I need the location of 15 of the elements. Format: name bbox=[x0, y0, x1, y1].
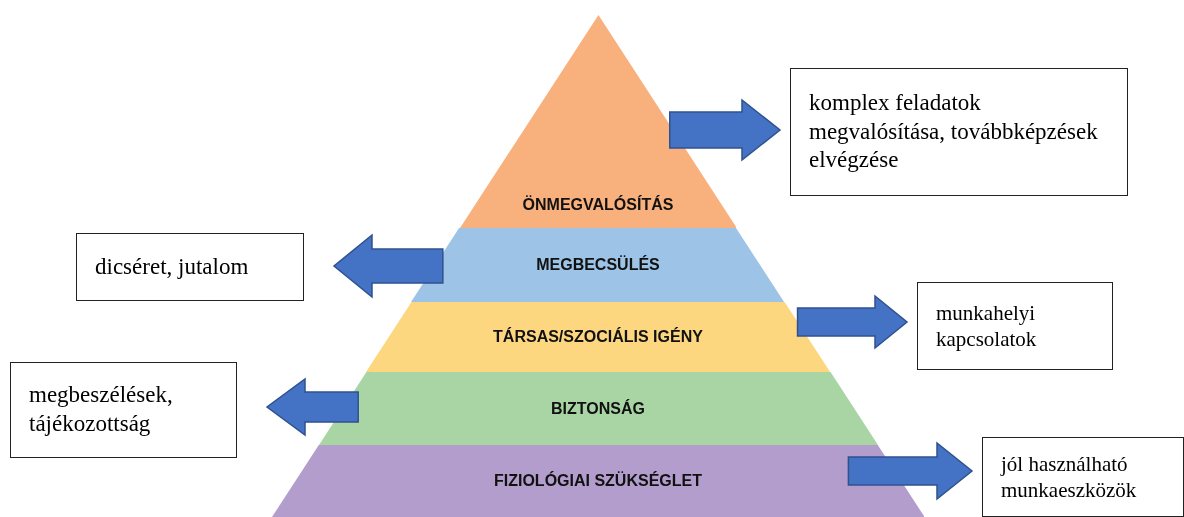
level-label: ÖNMEGVALÓSÍTÁS bbox=[522, 196, 674, 214]
block-arrow bbox=[265, 377, 359, 437]
level-label: MEGBECSÜLÉS bbox=[536, 256, 660, 274]
level-label: TÁRSAS/SZOCIÁLIS IGÉNY bbox=[493, 328, 703, 346]
text-box: jól használható munkaeszközök bbox=[982, 437, 1184, 517]
block-arrow bbox=[847, 441, 974, 501]
level-label: BIZTONSÁG bbox=[551, 399, 645, 418]
block-arrow bbox=[332, 233, 444, 299]
block-arrow bbox=[669, 98, 782, 162]
level-label: FIZIOLÓGIAI SZÜKSÉGLET bbox=[494, 472, 702, 490]
text-box: munkahelyi kapcsolatok bbox=[917, 282, 1113, 370]
text-box: dicséret, jutalom bbox=[76, 233, 304, 301]
text-box: komplex feladatok megvalósítása, továbbképzések elvégzése bbox=[790, 68, 1128, 196]
text-box: megbeszélések, tájékozottság bbox=[10, 362, 237, 458]
block-arrow bbox=[796, 294, 909, 350]
